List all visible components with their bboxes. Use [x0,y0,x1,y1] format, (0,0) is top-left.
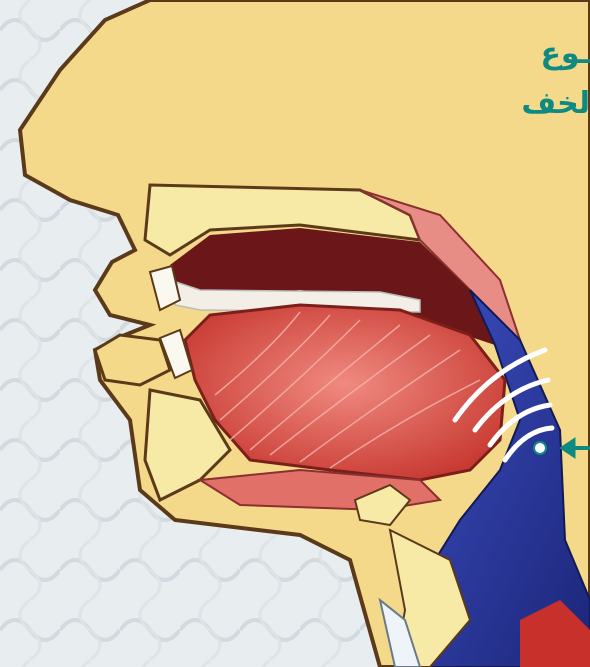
articulation-point [534,442,546,454]
caption-line-2: لخف [521,86,590,121]
caption-line-1: ـوع [540,36,590,71]
